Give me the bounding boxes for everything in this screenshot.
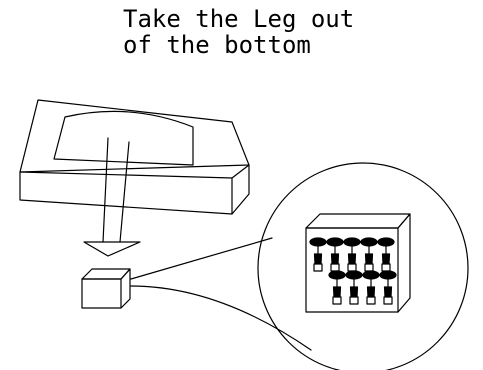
box-base-recess: [53, 110, 194, 166]
callout-upper-line: [130, 237, 273, 280]
leg-piece: [343, 237, 361, 272]
leg-piece: [377, 237, 395, 272]
leg-piece: [328, 270, 346, 305]
box-base-top: [19, 99, 250, 173]
leg-piece: [362, 270, 380, 305]
arrow-head: [83, 241, 141, 257]
leg-piece: [326, 237, 344, 272]
callout-lower-line: [130, 285, 312, 351]
leg-piece: [309, 237, 327, 272]
small-parts-box: [81, 268, 131, 309]
instruction-caption: Take the Leg out of the bottom: [123, 6, 354, 58]
legs-top-row: [309, 237, 395, 272]
instruction-line-2: of the bottom: [123, 31, 311, 59]
box-base-front: [19, 164, 250, 215]
magnifier-callout: [130, 162, 469, 370]
leg-piece: [345, 270, 363, 305]
leg-piece: [379, 270, 397, 305]
magnifier-circle: [257, 162, 469, 370]
leg-piece: [360, 237, 378, 272]
magnified-box: [305, 213, 411, 313]
removal-arrow: [83, 137, 141, 257]
instruction-line-1: Take the Leg out: [123, 5, 355, 33]
legs-bottom-row: [328, 270, 397, 305]
box-base-right-edge: [231, 164, 250, 179]
box-base: [19, 99, 250, 215]
